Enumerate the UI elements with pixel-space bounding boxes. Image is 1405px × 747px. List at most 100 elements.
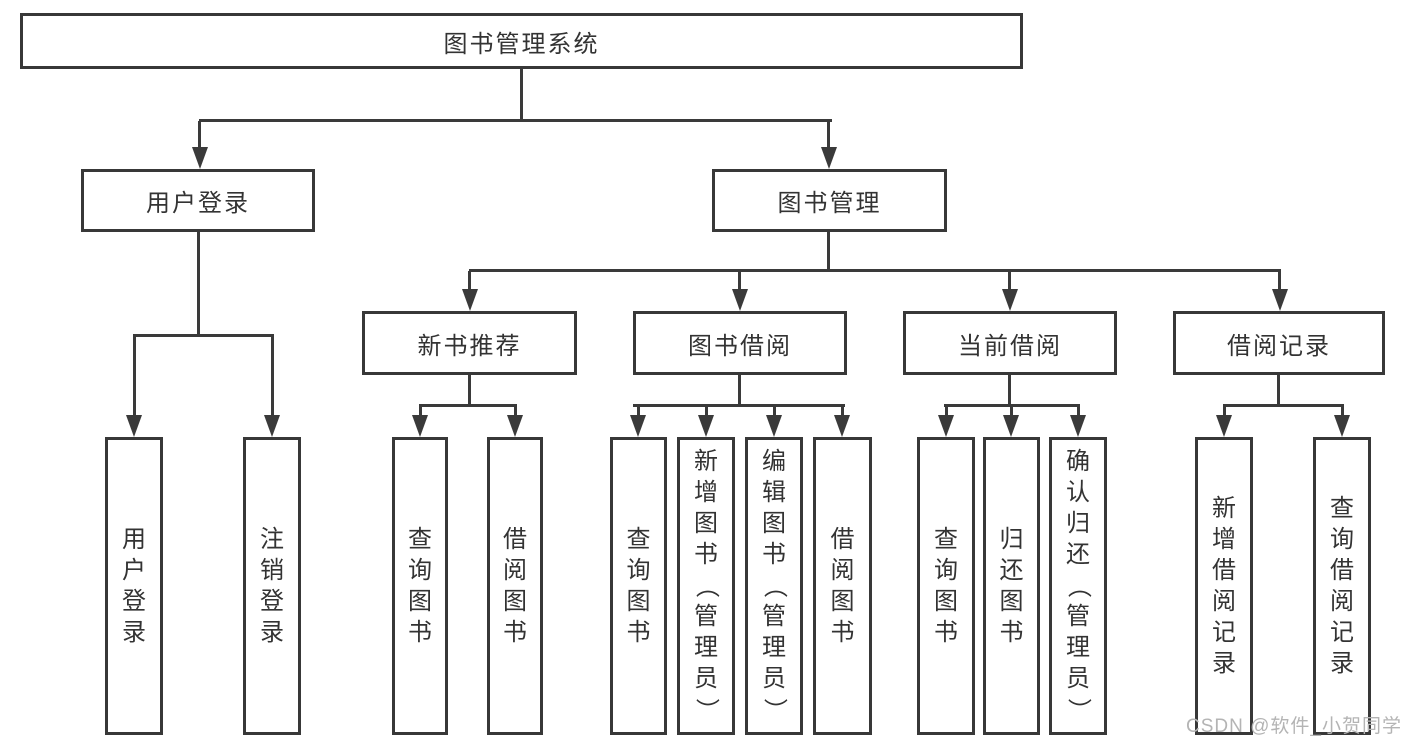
connector-line-horizontal [944,404,1080,407]
vertical-char: 录 [260,618,284,646]
connector-line-vertical [945,406,948,422]
connector-line-vertical [773,406,776,422]
vertical-char: 还 [999,556,1024,584]
leaf-add-books-admin: 新增图书（管理员） [677,437,735,735]
vertical-char: 书 [626,618,651,646]
vertical-char: 增 [1212,525,1236,553]
node-new-book-recommend: 新书推荐 [362,311,577,375]
vertical-char: 登 [260,587,284,615]
vertical-char: 录 [122,618,146,646]
connector-line-vertical [419,406,422,422]
vertical-char: 记 [1330,618,1354,646]
connector-line-horizontal [469,269,1281,272]
connector-line-vertical [1278,271,1281,297]
connector-line-vertical [468,375,471,406]
leaf-return-books: 归还图书 [983,437,1040,735]
leaf-user-login: 用户登录 [105,437,163,735]
vertical-char: 查 [934,525,958,553]
vertical-char: 借 [1212,556,1236,584]
arrowhead-down-icon [1216,415,1232,437]
vertical-char: 书 [999,618,1024,646]
connector-line-vertical [1223,406,1226,422]
vertical-char: 理 [1066,634,1090,661]
vertical-char: ） [761,698,788,722]
leaf-query-books-current: 查询图书 [917,437,975,735]
arrowhead-down-icon [126,415,142,437]
arrowhead-down-icon [412,415,428,437]
vertical-char: 管 [1066,603,1090,630]
leaf-add-borrow-record: 新增借阅记录 [1195,437,1253,735]
leaf-query-books-borrow: 查询图书 [610,437,667,735]
vertical-char: 图 [762,510,786,537]
arrowhead-down-icon [1070,415,1086,437]
vertical-char: 查 [626,525,651,553]
arrowhead-down-icon [938,415,954,437]
vertical-char: 阅 [503,556,527,584]
vertical-char: 阅 [1330,587,1354,615]
vertical-char: 员 [1066,665,1090,692]
vertical-char: 管 [762,603,786,630]
arrowhead-down-icon [192,147,208,169]
arrowhead-down-icon [630,415,646,437]
connector-line-vertical [738,375,741,406]
vertical-char: 认 [1066,479,1090,506]
arrowhead-down-icon [264,415,280,437]
vertical-char: ） [1065,698,1092,722]
vertical-char: 新 [694,448,718,475]
vertical-char: 归 [1066,510,1090,537]
connector-line-vertical [705,406,708,422]
vertical-char: 图 [503,587,527,615]
leaf-logout: 注销登录 [243,437,301,735]
vertical-char: 图 [934,587,958,615]
vertical-char: 询 [934,556,958,584]
vertical-char: （ [1065,574,1092,598]
leaf-borrow-books: 借阅图书 [813,437,872,735]
vertical-char: 询 [626,556,651,584]
vertical-char: 阅 [830,556,855,584]
vertical-char: 记 [1212,618,1236,646]
arrowhead-down-icon [1272,289,1288,311]
vertical-char: （ [761,574,788,598]
node-user-login: 用户登录 [81,169,315,232]
leaf-query-books-recommend: 查询图书 [392,437,448,735]
vertical-char: 注 [260,525,284,553]
connector-line-vertical [133,336,136,422]
arrowhead-down-icon [1334,415,1350,437]
node-book-borrow: 图书借阅 [633,311,847,375]
vertical-char: 图 [626,587,651,615]
arrowhead-down-icon [834,415,850,437]
leaf-confirm-return-admin: 确认归还（管理员） [1049,437,1107,735]
vertical-char: 户 [122,556,146,584]
watermark-text: CSDN @软件_小贺同学 [1186,716,1402,737]
vertical-char: （ [693,574,720,598]
connector-line-vertical [520,69,523,122]
connector-line-horizontal [419,404,517,407]
connector-line-vertical [514,406,517,422]
vertical-char: 录 [1212,649,1236,677]
vertical-char: 询 [408,556,432,584]
vertical-char: ） [693,698,720,722]
connector-line-horizontal [133,334,274,337]
vertical-char: 编 [762,448,786,475]
connector-line-vertical [1008,375,1011,406]
vertical-char: 还 [1066,541,1090,568]
arrowhead-down-icon [698,415,714,437]
vertical-char: 查 [408,525,432,553]
arrowhead-down-icon [821,147,837,169]
vertical-char: 图 [999,587,1024,615]
node-library-system: 图书管理系统 [20,13,1023,69]
vertical-char: 增 [694,479,718,506]
connector-line-horizontal [1223,404,1344,407]
connector-line-vertical [198,121,201,155]
node-current-borrow: 当前借阅 [903,311,1117,375]
arrowhead-down-icon [766,415,782,437]
connector-line-vertical [1277,375,1280,406]
vertical-char: 借 [830,525,855,553]
vertical-char: 新 [1212,494,1236,522]
vertical-char: 登 [122,587,146,615]
vertical-char: 书 [830,618,855,646]
connector-line-horizontal [633,404,845,407]
vertical-char: 用 [122,525,146,553]
leaf-query-borrow-record: 查询借阅记录 [1313,437,1371,735]
